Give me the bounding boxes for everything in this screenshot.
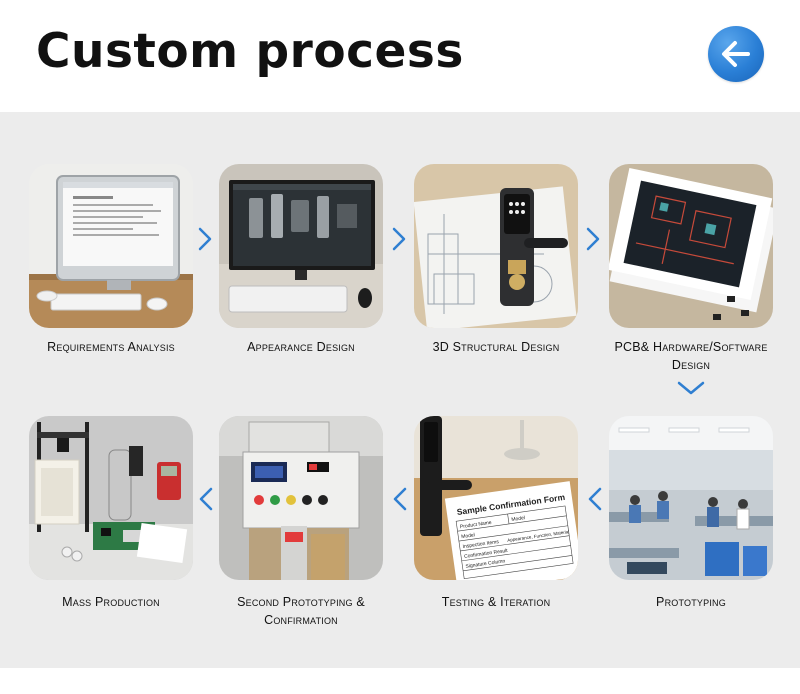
cad-monitor-illustration	[219, 164, 383, 328]
step-label-prototyping: Prototyping	[656, 595, 726, 609]
chevron-right-icon	[198, 227, 212, 251]
chevron-right-icon	[586, 227, 600, 251]
chevron-down-icon	[677, 381, 705, 395]
step-image-second-prototyping	[219, 416, 383, 580]
step-label-testing-iteration: Testing & Iteration	[441, 595, 551, 609]
page-title: Custom process	[36, 24, 464, 79]
step-label-3d-structural-design: 3D Structural Design	[432, 340, 560, 354]
form-col-a: Product Name	[460, 520, 493, 530]
form-row-1: Model	[461, 532, 475, 540]
blueprint-lock-illustration	[414, 164, 578, 328]
form-col-b: Model	[511, 515, 525, 523]
arrow-left-icon	[722, 41, 750, 67]
step-label-second-prototyping: Second Prototyping & Confirmation	[237, 595, 365, 627]
header: Custom process	[0, 0, 800, 112]
step-image-prototyping	[609, 416, 773, 580]
step-image-pcb-design	[609, 164, 773, 328]
chevron-right-icon	[392, 227, 406, 251]
form-row-2: Inspection Items	[462, 539, 499, 550]
chevron-left-icon	[393, 487, 407, 511]
step-image-appearance-design	[219, 164, 383, 328]
step-image-3d-structural-design	[414, 164, 578, 328]
step-label-appearance-design: Appearance Design	[247, 340, 355, 354]
test-machine-illustration	[219, 416, 383, 580]
printer-multimeter-illustration	[29, 416, 193, 580]
step-image-mass-production	[29, 416, 193, 580]
chevron-left-icon	[588, 487, 602, 511]
monitor-illustration	[29, 164, 193, 328]
back-button[interactable]	[708, 26, 764, 82]
step-label-mass-production: Mass Production	[62, 595, 160, 609]
step-label-requirements-analysis: Requirements Analysis	[47, 340, 175, 354]
step-label-pcb-design: PCB& Hardware/Software Design	[614, 340, 768, 372]
factory-floor-illustration	[609, 416, 773, 580]
step-image-requirements-analysis	[29, 164, 193, 328]
step-image-testing-iteration: Sample Confirmation Form Product Name Mo…	[414, 416, 578, 580]
form-row-5: Signature Column	[465, 558, 506, 570]
confirmation-form-illustration: Sample Confirmation Form Product Name Mo…	[414, 416, 578, 580]
chevron-left-icon	[199, 487, 213, 511]
pcb-prints-illustration	[609, 164, 773, 328]
